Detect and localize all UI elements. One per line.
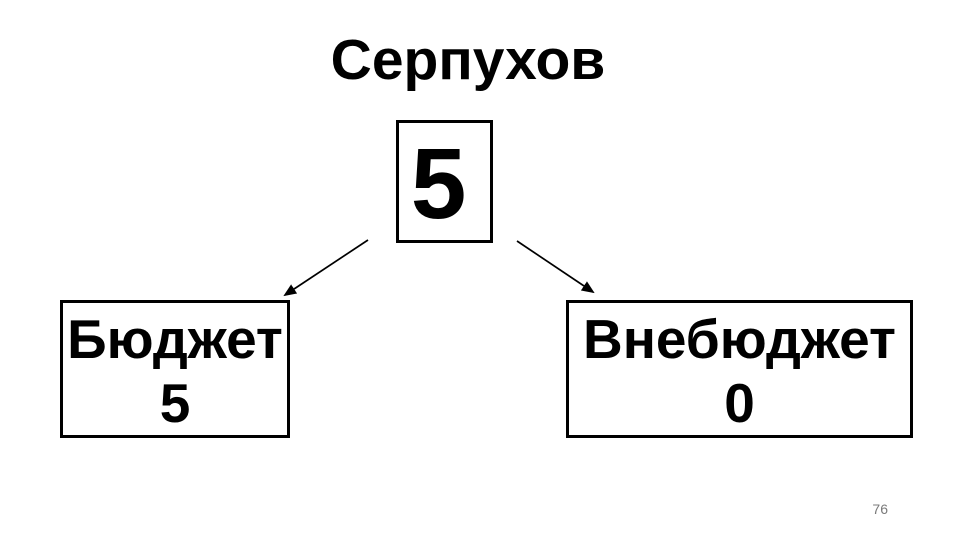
extrabudget-box: Внебюджет 0 [566,300,913,438]
budget-box: Бюджет 5 [60,300,290,438]
page-number: 76 [872,501,888,517]
budget-value: 5 [159,372,191,434]
root-total-box: 5 [396,120,493,243]
extrabudget-label: Внебюджет [582,308,896,370]
extrabudget-value: 0 [724,372,755,434]
root-total-value: 5 [410,128,467,240]
arrow-to-extrabudget [516,240,595,294]
arrow-to-budget [283,239,369,297]
budget-label: Бюджет [67,308,283,370]
slide-title: Серпухов [330,28,606,92]
